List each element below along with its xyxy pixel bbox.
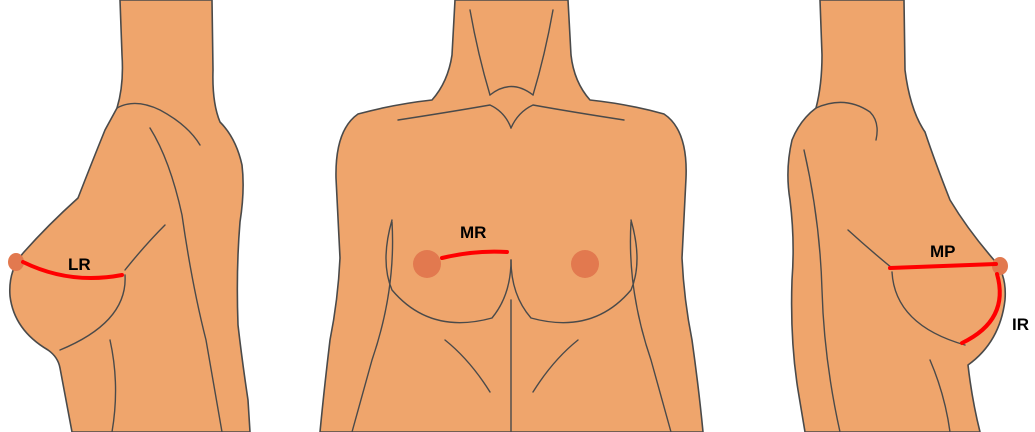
left-incision-label: LR xyxy=(68,255,91,274)
right-incision-label-upper: MP xyxy=(930,242,956,261)
left-lateral-figure: LR xyxy=(8,0,250,432)
right-figure-body xyxy=(788,0,1005,432)
right-lateral-figure: MP IR xyxy=(788,0,1029,432)
left-figure-body xyxy=(10,0,250,432)
front-figure: MR xyxy=(320,0,703,432)
front-incision-label: MR xyxy=(460,223,486,242)
right-incision-label-lower: IR xyxy=(1012,315,1029,334)
front-areola-right xyxy=(571,250,599,278)
front-areola-left xyxy=(413,250,441,278)
